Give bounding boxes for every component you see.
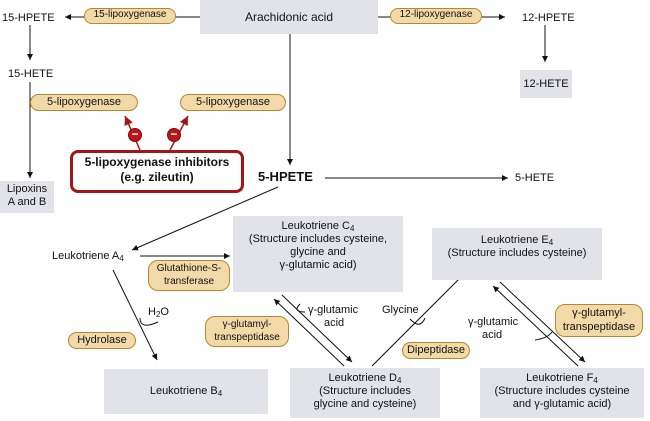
gamma-glutamyl-transpeptidase-pill-right: γ-glutamyl- transpeptidase bbox=[555, 304, 643, 337]
ltd4-title-text: Leukotriene D bbox=[328, 372, 398, 384]
5-lipoxygenase-pill-left: 5-lipoxygenase bbox=[30, 94, 138, 111]
gglut-mid-line1: γ-glutamic bbox=[308, 304, 359, 316]
ltd4-line2: (Structure includes bbox=[319, 385, 411, 397]
lta4-text: Leukotriene A bbox=[52, 250, 120, 262]
5-lipoxygenase-pill-right: 5-lipoxygenase bbox=[180, 94, 286, 111]
dipeptidase-pill: Dipeptidase bbox=[402, 342, 470, 359]
12-lipoxygenase-pill: 12-lipoxygenase bbox=[390, 8, 482, 24]
gamma-glutamic-acid-right: γ-glutamic acid bbox=[468, 316, 518, 342]
5-lipoxygenase-right-label: 5-lipoxygenase bbox=[196, 96, 270, 108]
arrow-ltd4-to-lte4 bbox=[371, 267, 471, 367]
lipoxins-line2: A and B bbox=[7, 196, 47, 208]
arrow-ltf4-to-lte4 bbox=[492, 285, 579, 367]
arrow-lta4-to-ltb4 bbox=[112, 269, 158, 361]
inhibit-minus-left: − bbox=[128, 128, 142, 142]
ltc4-sub: 4 bbox=[350, 224, 355, 233]
gglut-right-line2: acid bbox=[482, 329, 503, 341]
gamma-glutamyl-transpeptidase-pill-mid: γ-glutamyl- transpeptidase bbox=[205, 316, 289, 347]
ltf4-title: Leukotriene F4 bbox=[480, 372, 644, 385]
inhibit-minus-right: − bbox=[167, 128, 181, 142]
lte4-sub: 4 bbox=[548, 238, 554, 247]
leukotriene-c4-box: Leukotriene C4 (Structure includes cyste… bbox=[233, 216, 403, 292]
arrow-water bbox=[139, 317, 159, 326]
12-hete-label: 12-HETE bbox=[523, 78, 569, 90]
inhibitor-line1: 5-lipoxygenase inhibitors bbox=[84, 155, 230, 169]
ltf4-line2: (Structure includes cysteine bbox=[494, 385, 630, 397]
dipeptidase-label: Dipeptidase bbox=[406, 344, 466, 356]
ggt-mid-line1: γ-glutamyl- bbox=[222, 319, 272, 330]
15-hpete-label: 15-HPETE bbox=[2, 12, 55, 24]
12-hete-box: 12-HETE bbox=[520, 70, 572, 98]
glutathione-s-transferase-pill: Glutathione-S- transferase bbox=[148, 260, 230, 291]
leukotriene-a4-label: Leukotriene A4 bbox=[52, 250, 124, 263]
ltd4-title: Leukotriene D4 bbox=[290, 372, 440, 385]
ggt-mid-line2: transpeptidase bbox=[214, 332, 280, 343]
arrow-lte4-to-ltf4 bbox=[499, 281, 586, 363]
lte4-line2: (Structure includes cysteine) bbox=[447, 247, 587, 259]
arrow-gglut-right bbox=[534, 331, 553, 341]
water-o: O bbox=[160, 306, 169, 318]
water-sub: 2 bbox=[155, 310, 161, 319]
gglut-right-line1: γ-glutamic bbox=[468, 316, 519, 328]
5-hete-label: 5-HETE bbox=[515, 172, 555, 184]
arrow-5hpete-to-lta4 bbox=[131, 186, 279, 251]
ltc4-line2: (Structure includes cysteine, bbox=[248, 233, 388, 245]
gamma-glutamic-acid-mid: γ-glutamic acid bbox=[308, 304, 358, 330]
glutathione-line2: transferase bbox=[163, 276, 215, 287]
ltf4-title-text: Leukotriene F bbox=[526, 372, 594, 384]
15-hete-label: 15-HETE bbox=[8, 68, 54, 80]
ltd4-line3: glycine and cysteine) bbox=[313, 398, 417, 410]
15-lipoxygenase-label: 15-lipoxygenase bbox=[93, 9, 167, 20]
water-label: H2O bbox=[148, 306, 169, 319]
gglut-mid-line2: acid bbox=[324, 317, 345, 329]
5-lipoxygenase-inhibitors-box: 5-lipoxygenase inhibitors (e.g. zileutin… bbox=[70, 150, 244, 193]
leukotriene-b4-box: Leukotriene B4 bbox=[104, 369, 268, 414]
lte4-title-text: Leukotriene E bbox=[480, 234, 549, 246]
ggt-right-line1: γ-glutamyl- bbox=[572, 307, 626, 319]
ltb4-text: Leukotriene B bbox=[149, 385, 218, 397]
arrow-ltc4-to-ltd4 bbox=[281, 294, 353, 363]
glycine-label: Glycine bbox=[382, 304, 419, 316]
arrow-ltd4-to-ltc4 bbox=[273, 298, 345, 367]
5-lipoxygenase-left-label: 5-lipoxygenase bbox=[47, 96, 121, 108]
lta4-sub: 4 bbox=[119, 254, 124, 263]
ltb4-sub: 4 bbox=[217, 389, 223, 398]
glutathione-line1: Glutathione-S- bbox=[156, 263, 222, 274]
ltf4-line3: and γ-glutamic acid) bbox=[512, 398, 612, 410]
5-hpete-label: 5-HPETE bbox=[258, 169, 313, 184]
leukotriene-d4-box: Leukotriene D4 (Structure includes glyci… bbox=[290, 368, 440, 418]
inhibitor-line2: (e.g. zileutin) bbox=[120, 170, 194, 184]
ltf4-sub: 4 bbox=[593, 376, 598, 385]
arrow-glycine bbox=[409, 317, 426, 325]
water-h: H bbox=[148, 306, 156, 318]
ltc4-title: Leukotriene C4 bbox=[233, 220, 403, 233]
arachidonic-acid-box: Arachidonic acid bbox=[200, 0, 378, 34]
leukotriene-e4-box: Leukotriene E4 (Structure includes cyste… bbox=[432, 228, 602, 280]
12-hpete-label: 12-HPETE bbox=[522, 12, 575, 24]
ltc4-line3: glycine and bbox=[290, 246, 346, 258]
arrow-gglut-mid bbox=[296, 303, 306, 313]
ltc4-line4: γ-glutamic acid) bbox=[279, 259, 357, 271]
hydrolase-pill: Hydrolase bbox=[68, 332, 136, 349]
leukotriene-f4-box: Leukotriene F4 (Structure includes cyste… bbox=[480, 368, 644, 418]
ggt-right-line2: transpeptidase bbox=[562, 321, 636, 333]
lipoxins-line1: Lipoxins bbox=[6, 183, 48, 195]
12-lipoxygenase-label: 12-lipoxygenase bbox=[399, 9, 473, 20]
arachidonic-acid-label: Arachidonic acid bbox=[244, 10, 334, 24]
lipoxins-box: Lipoxins A and B bbox=[0, 181, 54, 213]
ltc4-title-text: Leukotriene C bbox=[281, 220, 351, 232]
lte4-title: Leukotriene E4 bbox=[432, 234, 602, 247]
15-lipoxygenase-pill: 15-lipoxygenase bbox=[84, 8, 176, 24]
hydrolase-label: Hydrolase bbox=[77, 334, 127, 346]
ltd4-sub: 4 bbox=[397, 376, 402, 385]
